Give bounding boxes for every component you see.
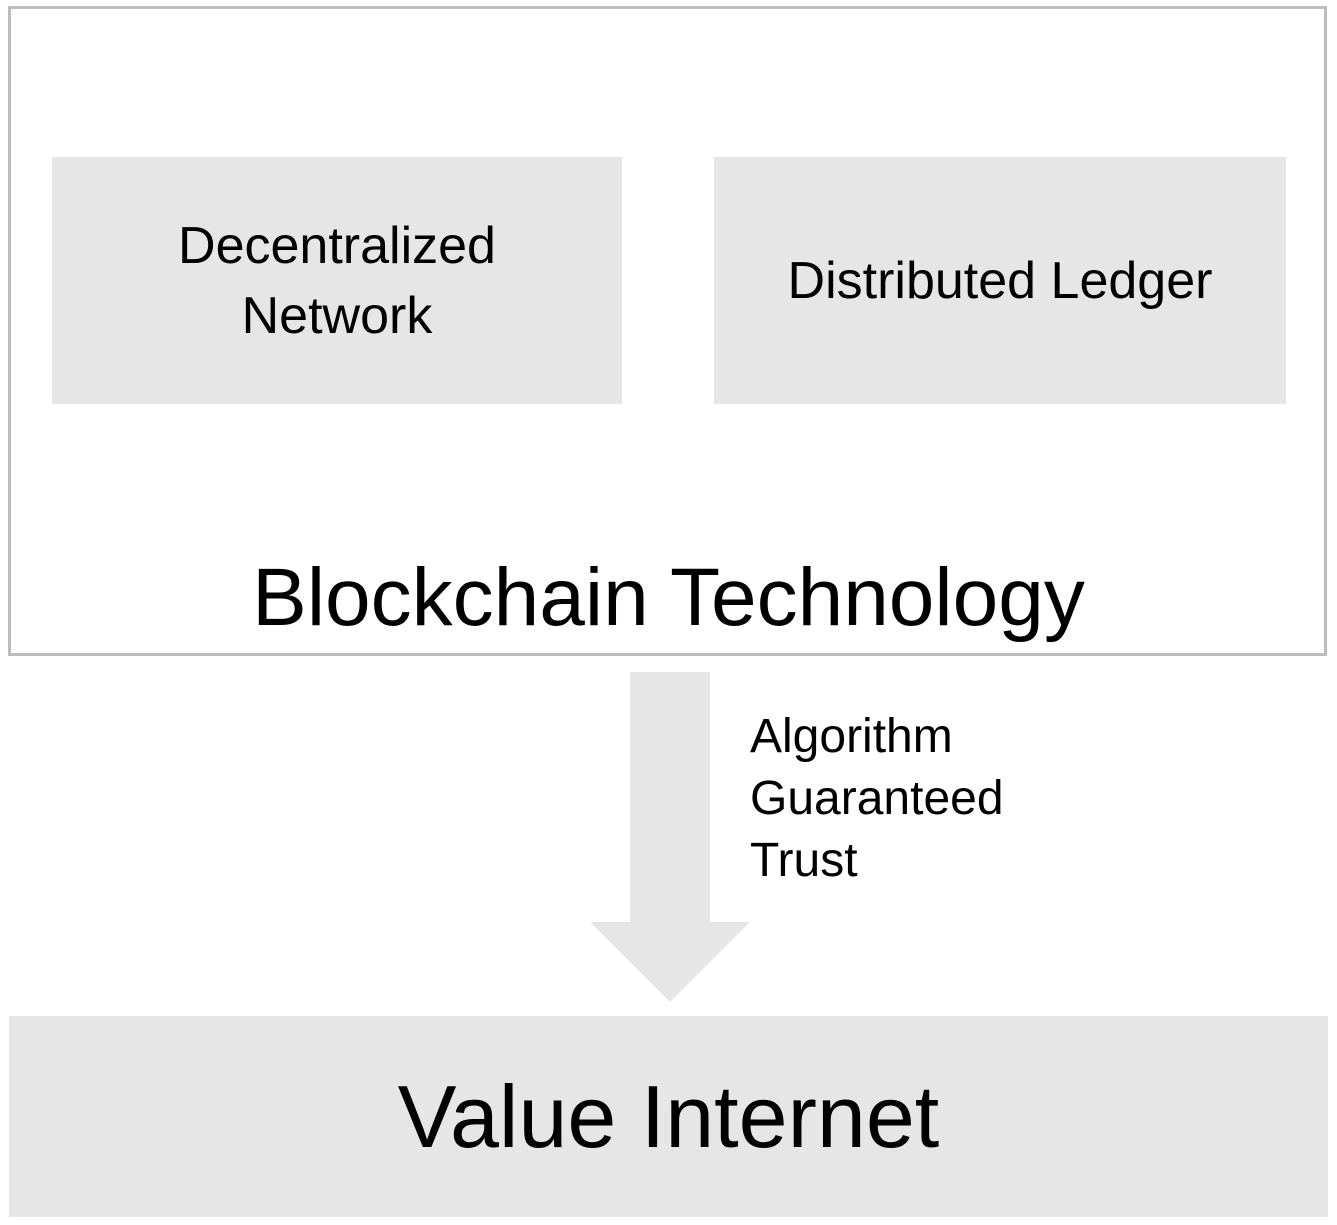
arrow-label-line-3: Trust: [750, 834, 858, 887]
distributed-ledger-box: Distributed Ledger: [714, 157, 1286, 404]
decentralized-network-line-1: Decentralized: [178, 216, 496, 275]
down-arrow-shape: [590, 672, 750, 1002]
arrow-label-line-2: Guaranteed: [750, 772, 1004, 825]
distributed-ledger-label: Distributed Ledger: [787, 251, 1213, 310]
down-arrow-icon: [590, 672, 750, 1002]
arrow-label: Algorithm Guaranteed Trust: [750, 706, 1004, 892]
decentralized-network-line-2: Network: [241, 286, 433, 345]
value-internet-title: Value Internet: [397, 1066, 940, 1166]
arrow-label-line-1: Algorithm: [750, 710, 953, 763]
blockchain-technology-title: Blockchain Technology: [252, 552, 1085, 643]
decentralized-network-box: Decentralized Network: [52, 157, 622, 404]
value-internet-box: Value Internet: [9, 1016, 1328, 1217]
decentralized-network-label: Decentralized Network: [178, 211, 496, 351]
